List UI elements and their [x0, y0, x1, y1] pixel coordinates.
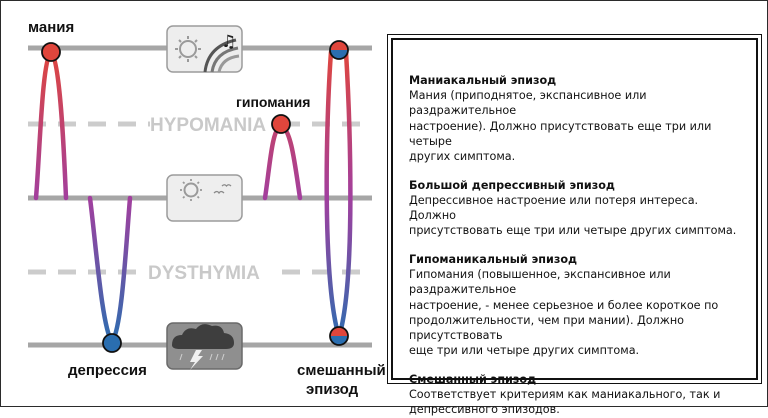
entry-text-line: Мания (приподнятое, экспансивное или раз… [409, 89, 647, 118]
entry-text-line: присутствовать еще три или четыре других… [409, 224, 737, 238]
sun-music-icon: ♫ [166, 25, 243, 73]
entry-text-line: Гипомания (повышенное, экспансивное или … [409, 268, 671, 297]
episode-definitions-panel: Маниакальный эпизод Мания (приподнятое, … [387, 34, 762, 416]
storm-cloud-icon [166, 322, 243, 370]
major-depressive-episode-entry: Большой депрессивный эпизод Депрессивное… [409, 178, 746, 239]
mixed-episode-bottom-marker [329, 326, 349, 346]
mixed-episode-top-marker [329, 40, 349, 60]
entry-text-line: настроение). Должно присутствовать еще т… [409, 119, 712, 148]
entry-text-line: Соответствует критериям как маниакальног… [409, 388, 721, 402]
dysthymia-band-label: DYSTHYMIA [148, 263, 260, 284]
entry-text-line: депрессивного эпизодов. [409, 403, 560, 417]
entry-text-line: Депрессивное настроение или потеря интер… [409, 193, 699, 223]
sun-birds-icon [166, 174, 243, 222]
entry-title: Маниакальный эпизод [409, 74, 557, 87]
entry-title: Гипоманикальный эпизод [409, 253, 578, 267]
hypomania-episode-curve [262, 123, 303, 201]
manic-episode-entry: Маниакальный эпизод Мания (приподнятое, … [409, 73, 746, 164]
hypomania-marker [271, 114, 291, 134]
hypomania-band-label: HYPOMANIA [150, 115, 266, 136]
entry-title: Смешанный эпизод [409, 372, 537, 386]
mania-marker [41, 42, 61, 62]
mania-label: мания [28, 19, 74, 36]
depression-episode-curve [87, 195, 133, 346]
hypomania-label: гипомания [236, 94, 310, 110]
mixed-episode-curve [324, 49, 353, 345]
depression-marker [102, 333, 122, 353]
entry-text-line: еще три или четыре других симптома. [409, 344, 640, 358]
mixed-episode-label-line2: эпизод [306, 381, 359, 398]
depression-label: депрессия [68, 362, 147, 379]
mixed-episode-entry: Смешанный эпизод Соответствует критериям… [409, 372, 746, 418]
entry-text-line: продолжительности, чем при мании). Должн… [409, 313, 685, 343]
entry-text-line: других симптома. [409, 150, 516, 164]
hypomanic-episode-entry: Гипоманикальный эпизод Гипомания (повыше… [409, 252, 746, 358]
entry-title: Большой депрессивный эпизод [409, 178, 615, 192]
mixed-episode-label-line1: смешанный [297, 362, 386, 379]
entry-text-line: настроение, - менее серьезное и более ко… [409, 298, 719, 312]
mood-episodes-diagram: HYPOMANIA DYSTHYMIA ♫ [28, 19, 386, 398]
mania-episode-curve [33, 48, 69, 201]
svg-text:♫: ♫ [221, 32, 236, 52]
